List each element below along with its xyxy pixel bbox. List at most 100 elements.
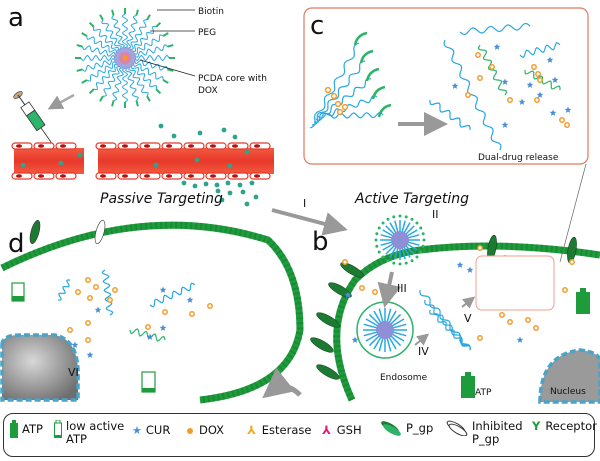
nanoparticle-dot [249,180,255,186]
cur-star [536,91,544,98]
dox-dot [87,295,93,301]
peg-chain [102,66,121,97]
biotin [386,217,390,221]
peg-chain [392,331,407,337]
cur-star [493,43,501,50]
peg-chain [389,246,397,258]
peg-chain [86,35,117,54]
dox-dot [341,103,349,111]
nanoparticle-dot [219,197,225,203]
step-I-label: I [303,197,306,210]
biotin-arrow [162,32,169,37]
nanoparticle-dot [240,189,246,195]
biotin [421,232,425,236]
peg-chain [380,241,393,246]
legend-label: DOX [199,423,225,437]
peg-chain [382,243,394,251]
legend-label: GSH [336,423,362,437]
cur-star [564,106,572,113]
dox-dot [189,311,195,317]
dual-drug-release-caption: Dual-drug release [478,153,559,163]
peg-chain [131,25,157,52]
peg-chain [121,13,129,49]
peg-chain [403,246,411,258]
peg-chain [92,26,119,52]
dox-dot [477,245,483,251]
dox-dot [537,77,543,83]
cur-star [146,333,154,340]
nucleus-d [0,333,80,402]
biotin [398,262,402,266]
peg-chain [93,64,119,91]
pgp-pump [316,364,340,380]
biotin-arrow [146,14,151,21]
legend-label: ATP [22,422,43,436]
peg-label: PEG [198,28,216,38]
dox-dot [534,97,540,103]
polymer-bundle [309,31,392,129]
panel-b-letter: b [312,227,329,257]
peg-chain [368,313,380,325]
biotin [375,244,379,248]
nanoparticle-dot [227,190,233,196]
peg-chain [368,335,380,347]
biotin-arrow [167,68,174,72]
dox-dot [475,52,481,58]
biotin-arrow [365,67,380,82]
peg-chain [57,279,71,301]
arrow-step-I [271,208,348,236]
cur-star [516,336,524,343]
nucleus-label: Nucleus [550,387,586,397]
peg-chain [406,229,418,237]
peg-chain [391,333,405,342]
dox-dot [465,92,471,98]
core-leader [139,59,196,77]
pcda-core [376,321,394,339]
nanoparticle-dot [232,134,238,140]
nanoparticle-dot [244,149,250,155]
peg-chain [363,331,378,337]
peg-chain [112,67,124,101]
panel-d-letter: d [8,229,25,259]
legend-item-cur: ★ CUR [132,423,171,438]
peg-chain [429,99,471,131]
peg-chain [317,111,384,120]
peg-chain [407,234,420,239]
cur-star [71,341,79,348]
dox-dot [67,327,73,333]
biotin [374,238,378,242]
peg-chain [133,34,164,55]
peg-chain [401,247,406,260]
dox-dot [85,277,91,283]
peg-chain [365,333,379,342]
dox-dot [330,92,338,100]
legend-label: CUR [145,423,171,437]
legend-label: P_gp [406,421,434,435]
cytoplasm-d-content [11,220,213,393]
legend-label-line2: ATP [66,432,87,446]
inhibited-pgp-icon [446,420,468,436]
peg-chain [405,245,415,255]
peg-chain [385,245,395,255]
biotin-arrow [377,103,392,118]
biotin-arrow [76,68,83,72]
peg-chain [388,336,397,350]
cur-star [186,296,194,303]
panel-a-letter: a [8,3,24,33]
legend-item-gsh: ⅄ GSH [322,424,362,437]
peg-chain [121,67,129,103]
legend-label-line2: P_gp [472,432,500,446]
nanoparticle-dot [225,180,231,186]
released-drugs [429,22,572,151]
peg-chain [389,222,397,234]
nanoparticle-dot [244,201,250,207]
biotin-arrow [99,95,104,102]
biotin [421,244,425,248]
star-icon: ★ [132,424,142,437]
scissors-orange-icon: ⅄ [247,423,256,437]
peg-chain [134,44,168,58]
biotin-arrow [371,85,386,100]
dox-dot [507,319,513,325]
peg-chain [459,22,531,36]
